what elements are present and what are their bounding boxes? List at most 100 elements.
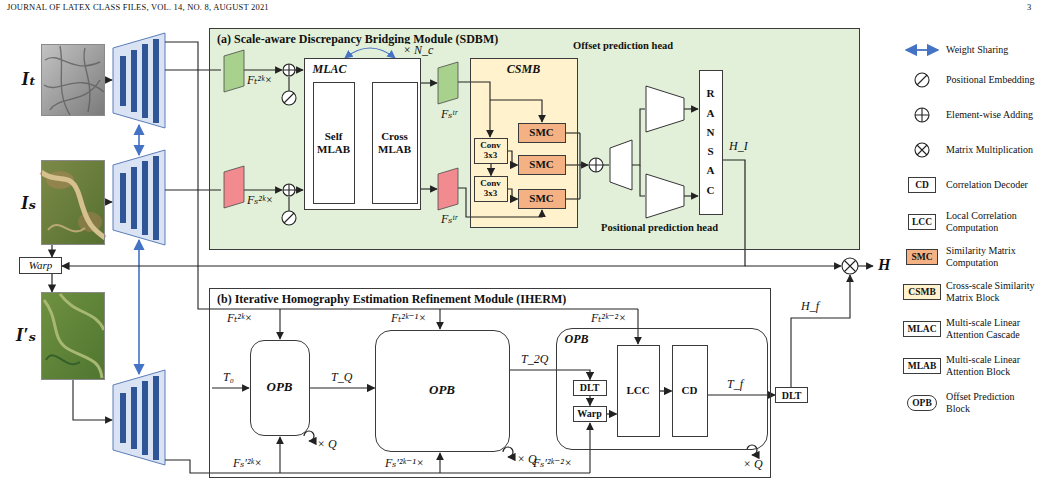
input-image-picture	[44, 46, 104, 115]
box-label: OPB	[267, 380, 293, 394]
operator-symbol	[283, 64, 295, 76]
legend-text: Local Correlation Computation	[946, 210, 1038, 233]
flow-arrow	[708, 394, 776, 395]
data-wire	[589, 423, 590, 473]
legend-swatch: SMC	[906, 249, 938, 265]
data-wire	[745, 265, 841, 266]
head-label: Offset prediction head	[572, 40, 674, 52]
operator-symbol	[284, 93, 294, 103]
encoder-symbol	[131, 50, 137, 112]
legend-sample: OPB	[900, 393, 944, 413]
loop-arrow	[503, 447, 513, 457]
legend-sample: LCC	[900, 212, 944, 232]
legend-box: LCC	[908, 214, 936, 230]
feature-map	[224, 166, 244, 208]
legend-box: MLAC	[903, 321, 941, 337]
legend-sample-label: MLAC	[907, 324, 936, 334]
matrix-label: H_f	[800, 300, 820, 314]
encoder-symbol	[142, 161, 148, 235]
legend-item: Weight Sharing	[900, 40, 1038, 60]
running-header: JOURNAL OF LATEX CLASS FILES, VOL. 14, N…	[6, 3, 270, 13]
box-label: DLT	[580, 382, 600, 393]
data-wire	[295, 189, 303, 190]
legend-text: Multi-scale Linear Attention Block	[946, 354, 1038, 377]
conv-box: Conv 3x3	[474, 176, 508, 202]
encoder-symbol	[153, 39, 159, 123]
panel-fill	[209, 28, 860, 250]
feature-map	[224, 50, 244, 92]
encoder-symbol	[153, 156, 159, 240]
input-image-picture	[46, 355, 80, 364]
operator-sample	[915, 108, 929, 122]
flow-arrow	[589, 396, 590, 406]
encoder-symbol	[153, 376, 159, 460]
lcc-box: LCC	[617, 345, 660, 437]
encoder-symbol	[113, 33, 165, 465]
data-wire	[490, 100, 542, 122]
feature-map	[438, 168, 458, 210]
loop-arrow	[304, 48, 757, 457]
prediction-head	[646, 86, 684, 132]
data-wire	[212, 387, 249, 388]
legend-item: OPBOffset Prediction Block	[900, 391, 1038, 414]
flow-arrow	[508, 151, 518, 165]
legend-sample: SMC	[900, 247, 944, 267]
smc-box: SMC	[518, 155, 566, 175]
flow-arrow	[508, 189, 518, 199]
data-wire	[566, 198, 580, 199]
data-wire	[279, 309, 280, 339]
similarity-block: CSMBConv 3x3Conv 3x3SMCSMCSMC	[470, 58, 578, 228]
legend-text: Cross-scale Similarity Matrix Block	[946, 280, 1038, 303]
input-image-picture	[44, 294, 104, 378]
legend-text: Correlation Decoder	[946, 179, 1038, 191]
flow-arrow	[510, 370, 591, 380]
feature-label: Fₛ′²ᵏ⁻¹×	[384, 457, 425, 471]
repeat-label: × N_c	[402, 44, 434, 58]
box-label: Self MLAB	[316, 130, 352, 154]
legend-sample-label: CD	[915, 180, 929, 190]
legend-text: Element-wise Adding	[946, 109, 1038, 121]
legend-sample	[900, 140, 944, 160]
legend-sample	[900, 105, 944, 125]
data-wire	[791, 275, 850, 387]
operator-sample	[917, 75, 927, 85]
panel-title: (b) Iterative Homography Estimation Refi…	[217, 292, 566, 307]
input-image: Iₜ	[41, 44, 105, 116]
box-label: SMC	[529, 158, 553, 170]
legend-sample-label: CSMB	[908, 287, 935, 297]
legend-item: LCC Local Correlation Computation	[900, 210, 1038, 233]
feature-map	[224, 50, 458, 210]
edge-label: H_I	[728, 140, 749, 154]
encoder-symbol	[120, 173, 126, 223]
dlt-box: DLT	[775, 387, 808, 403]
legend-item: Positional Embedding	[900, 70, 1038, 90]
encoder-symbol	[142, 44, 148, 118]
legend-sample: MLAB	[900, 356, 944, 376]
data-wire	[632, 109, 645, 165]
prediction-head	[610, 140, 632, 190]
feature-label: Fₜ²ᵏ⁻¹×	[390, 312, 427, 326]
box-label: CD	[682, 384, 698, 396]
legend-sample: MLAC	[900, 319, 944, 339]
image-label: Iₛ	[21, 191, 36, 214]
ransac-box: R A N S A C	[699, 70, 723, 215]
flow-arrow	[490, 164, 491, 176]
feature-label: Fₛ²ᵏ×	[246, 194, 274, 208]
offset-label: T₀	[222, 371, 235, 385]
repeat-label: × Q	[516, 453, 538, 467]
input-image: Iₛ	[41, 160, 105, 245]
attention-block: Cross MLAB	[372, 82, 418, 204]
data-wire	[165, 69, 221, 70]
encoder-symbol	[113, 370, 165, 465]
operator-symbol	[282, 91, 296, 105]
data-wire	[421, 82, 437, 83]
operator-sample	[915, 143, 929, 157]
encoder-symbol	[142, 381, 148, 455]
operator-symbol	[282, 211, 296, 225]
legend-symbol	[902, 41, 942, 59]
warp-box: Warp	[19, 257, 62, 274]
legend-sample: CSMB	[900, 282, 944, 302]
legend-symbol	[902, 106, 942, 124]
group-label: CSMB	[471, 62, 577, 77]
